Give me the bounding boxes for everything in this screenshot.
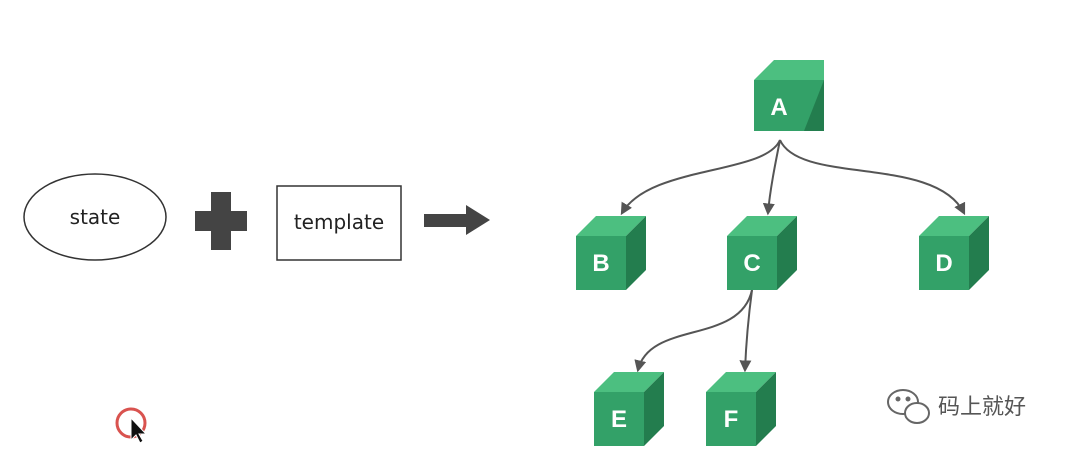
edge-c-e xyxy=(634,289,753,373)
watermark: 码上就好 xyxy=(887,389,1026,424)
tree-edges xyxy=(620,139,966,373)
node-a-cube: A xyxy=(754,60,824,131)
right-arrow-icon xyxy=(424,205,490,235)
node-c-label: C xyxy=(743,250,760,277)
node-b-label: B xyxy=(592,250,609,277)
node-f-label: F xyxy=(724,406,739,433)
edge-c-f xyxy=(739,289,753,373)
edge-a-d xyxy=(779,139,966,216)
state-node: state xyxy=(23,173,167,261)
node-c-cube: C xyxy=(727,216,797,290)
template-node: template xyxy=(276,185,402,261)
template-label: template xyxy=(294,210,384,234)
node-b-cube: B xyxy=(576,216,646,290)
wechat-icon xyxy=(887,389,930,424)
watermark-text: 码上就好 xyxy=(938,395,1026,420)
node-d-label: D xyxy=(935,250,952,277)
node-d-cube: D xyxy=(919,216,989,290)
node-e-cube: E xyxy=(594,372,664,446)
node-a-label: A xyxy=(770,94,787,121)
mouse-cursor-icon xyxy=(115,407,148,444)
edge-a-b xyxy=(620,139,781,216)
node-f-cube: F xyxy=(706,372,776,446)
plus-icon xyxy=(195,192,247,250)
node-e-label: E xyxy=(611,406,627,433)
state-label: state xyxy=(70,205,121,229)
edge-a-c xyxy=(762,139,781,216)
